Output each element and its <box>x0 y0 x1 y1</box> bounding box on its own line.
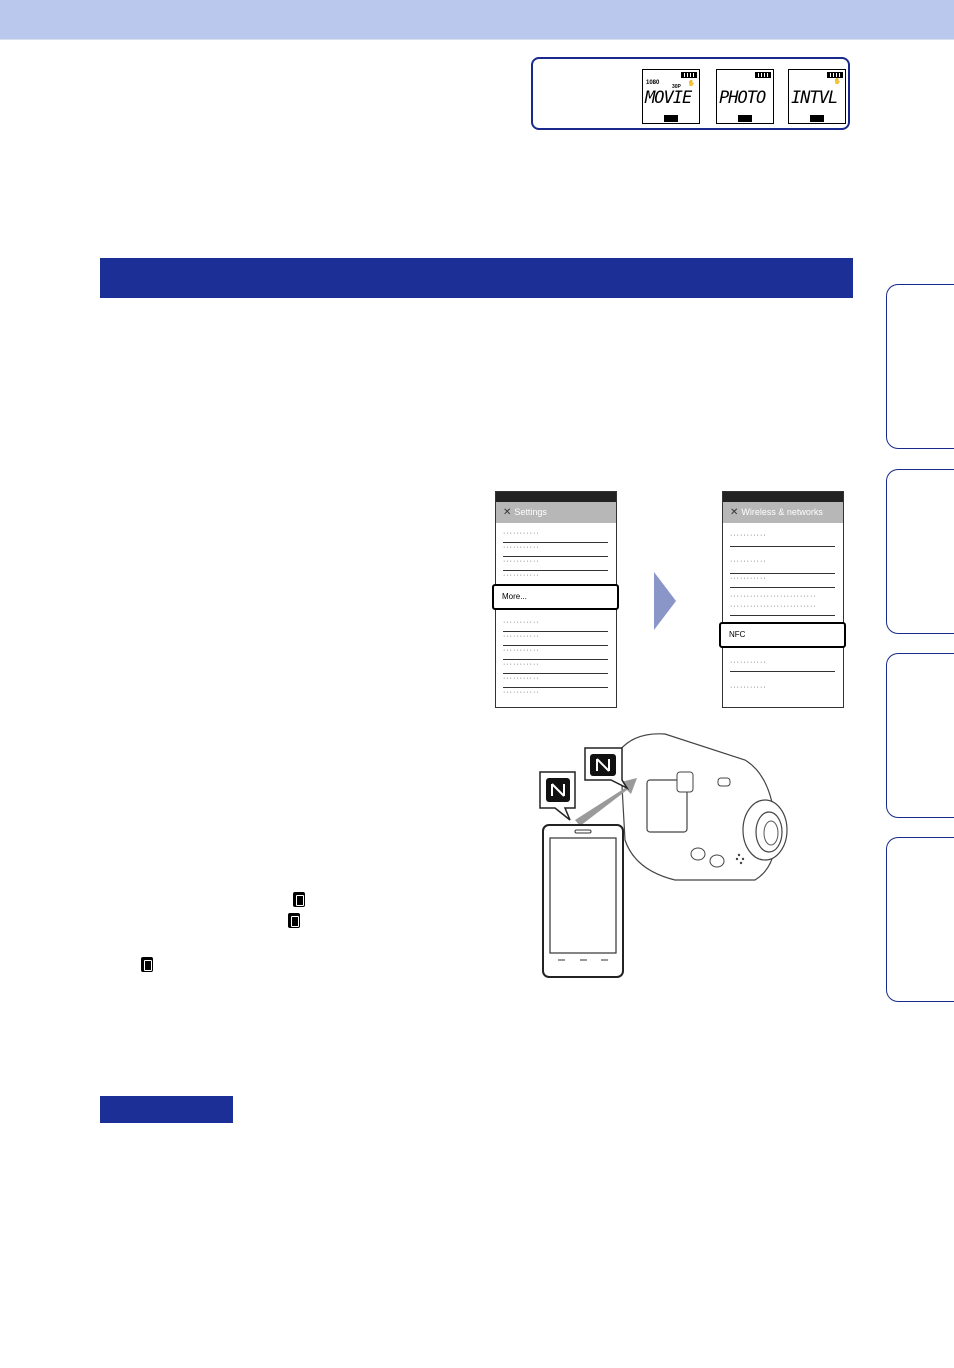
mode-display-frame: 1080 30P ✋ MOVIE PHOTO ✋ INTVL <box>531 57 850 130</box>
list-item[interactable]: ··········· <box>503 571 608 585</box>
status-bar <box>723 492 843 502</box>
wireless-screen: ✕Wireless & networks ··········· ·······… <box>722 491 844 708</box>
side-tab-1[interactable] <box>886 284 954 449</box>
list-item[interactable]: ··········· <box>503 674 608 688</box>
wireless-title: Wireless & networks <box>741 507 823 517</box>
lcd-mode-text: MOVIE <box>645 88 692 108</box>
list-item[interactable]: ··········· <box>503 529 608 543</box>
list-item[interactable]: ··········· <box>730 658 835 672</box>
list-item[interactable]: ··········· <box>503 543 608 557</box>
tool-icon: ✕ <box>730 507 739 518</box>
list-item[interactable]: ··········· <box>730 684 767 691</box>
lcd-mode-text: INTVL <box>791 88 838 108</box>
list-item[interactable]: ··········· <box>503 557 608 571</box>
nfc-touch-illustration <box>539 733 788 978</box>
lcd-fps: 30P <box>672 84 681 90</box>
interval-icon <box>810 115 824 122</box>
list-item[interactable]: ··········· <box>730 554 835 574</box>
nfc-icon <box>584 747 630 790</box>
list-item[interactable]: ··········· <box>503 618 608 632</box>
status-bar <box>496 492 616 502</box>
lcd-photo: PHOTO <box>716 69 774 124</box>
battery-icon <box>681 72 697 78</box>
list-item[interactable]: ··········· <box>730 574 835 588</box>
nfc-icon <box>293 892 305 907</box>
steadyshot-icon: ✋ <box>687 81 695 87</box>
note-heading-bar <box>100 1096 233 1123</box>
nfc-menu-item[interactable]: NFC <box>719 622 846 648</box>
lcd-interval: ✋ INTVL <box>788 69 846 124</box>
list-item[interactable]: ··········· <box>503 689 540 696</box>
header-band <box>0 0 954 40</box>
smartphone-illustration <box>542 824 624 978</box>
next-step-arrow-icon <box>654 572 676 630</box>
lcd-mode-text: PHOTO <box>719 88 766 108</box>
settings-title: Settings <box>514 507 547 517</box>
camera-icon <box>738 115 752 122</box>
wireless-title-bar: ✕Wireless & networks <box>723 502 843 523</box>
lcd-movie: 1080 30P ✋ MOVIE <box>642 69 700 124</box>
side-tab-2[interactable] <box>886 469 954 634</box>
lcd-resolution: 1080 <box>646 80 660 86</box>
more-menu-item[interactable]: More... <box>492 584 619 610</box>
nfc-icon <box>288 913 300 928</box>
side-tab-3[interactable] <box>886 653 954 818</box>
side-tab-4[interactable] <box>886 837 954 1002</box>
list-item[interactable]: ··········· <box>503 660 608 674</box>
camera-illustration <box>619 733 788 881</box>
list-item[interactable]: ··········· <box>503 646 608 660</box>
section-heading-bar <box>100 258 853 298</box>
film-icon <box>664 115 678 122</box>
settings-title-bar: ✕Settings <box>496 502 616 523</box>
list-item[interactable]: ··········· <box>503 632 608 646</box>
touch-arrow-icon <box>575 778 637 826</box>
nfc-icon <box>539 771 576 821</box>
battery-icon <box>827 72 843 78</box>
nfc-icon <box>141 957 153 972</box>
tool-icon: ✕ <box>503 507 512 518</box>
steadyshot-icon: ✋ <box>833 79 841 85</box>
list-item[interactable]: ········································… <box>730 592 835 616</box>
list-divider <box>730 532 835 547</box>
list-item[interactable]: ··········· <box>730 532 767 539</box>
battery-icon <box>755 72 771 78</box>
